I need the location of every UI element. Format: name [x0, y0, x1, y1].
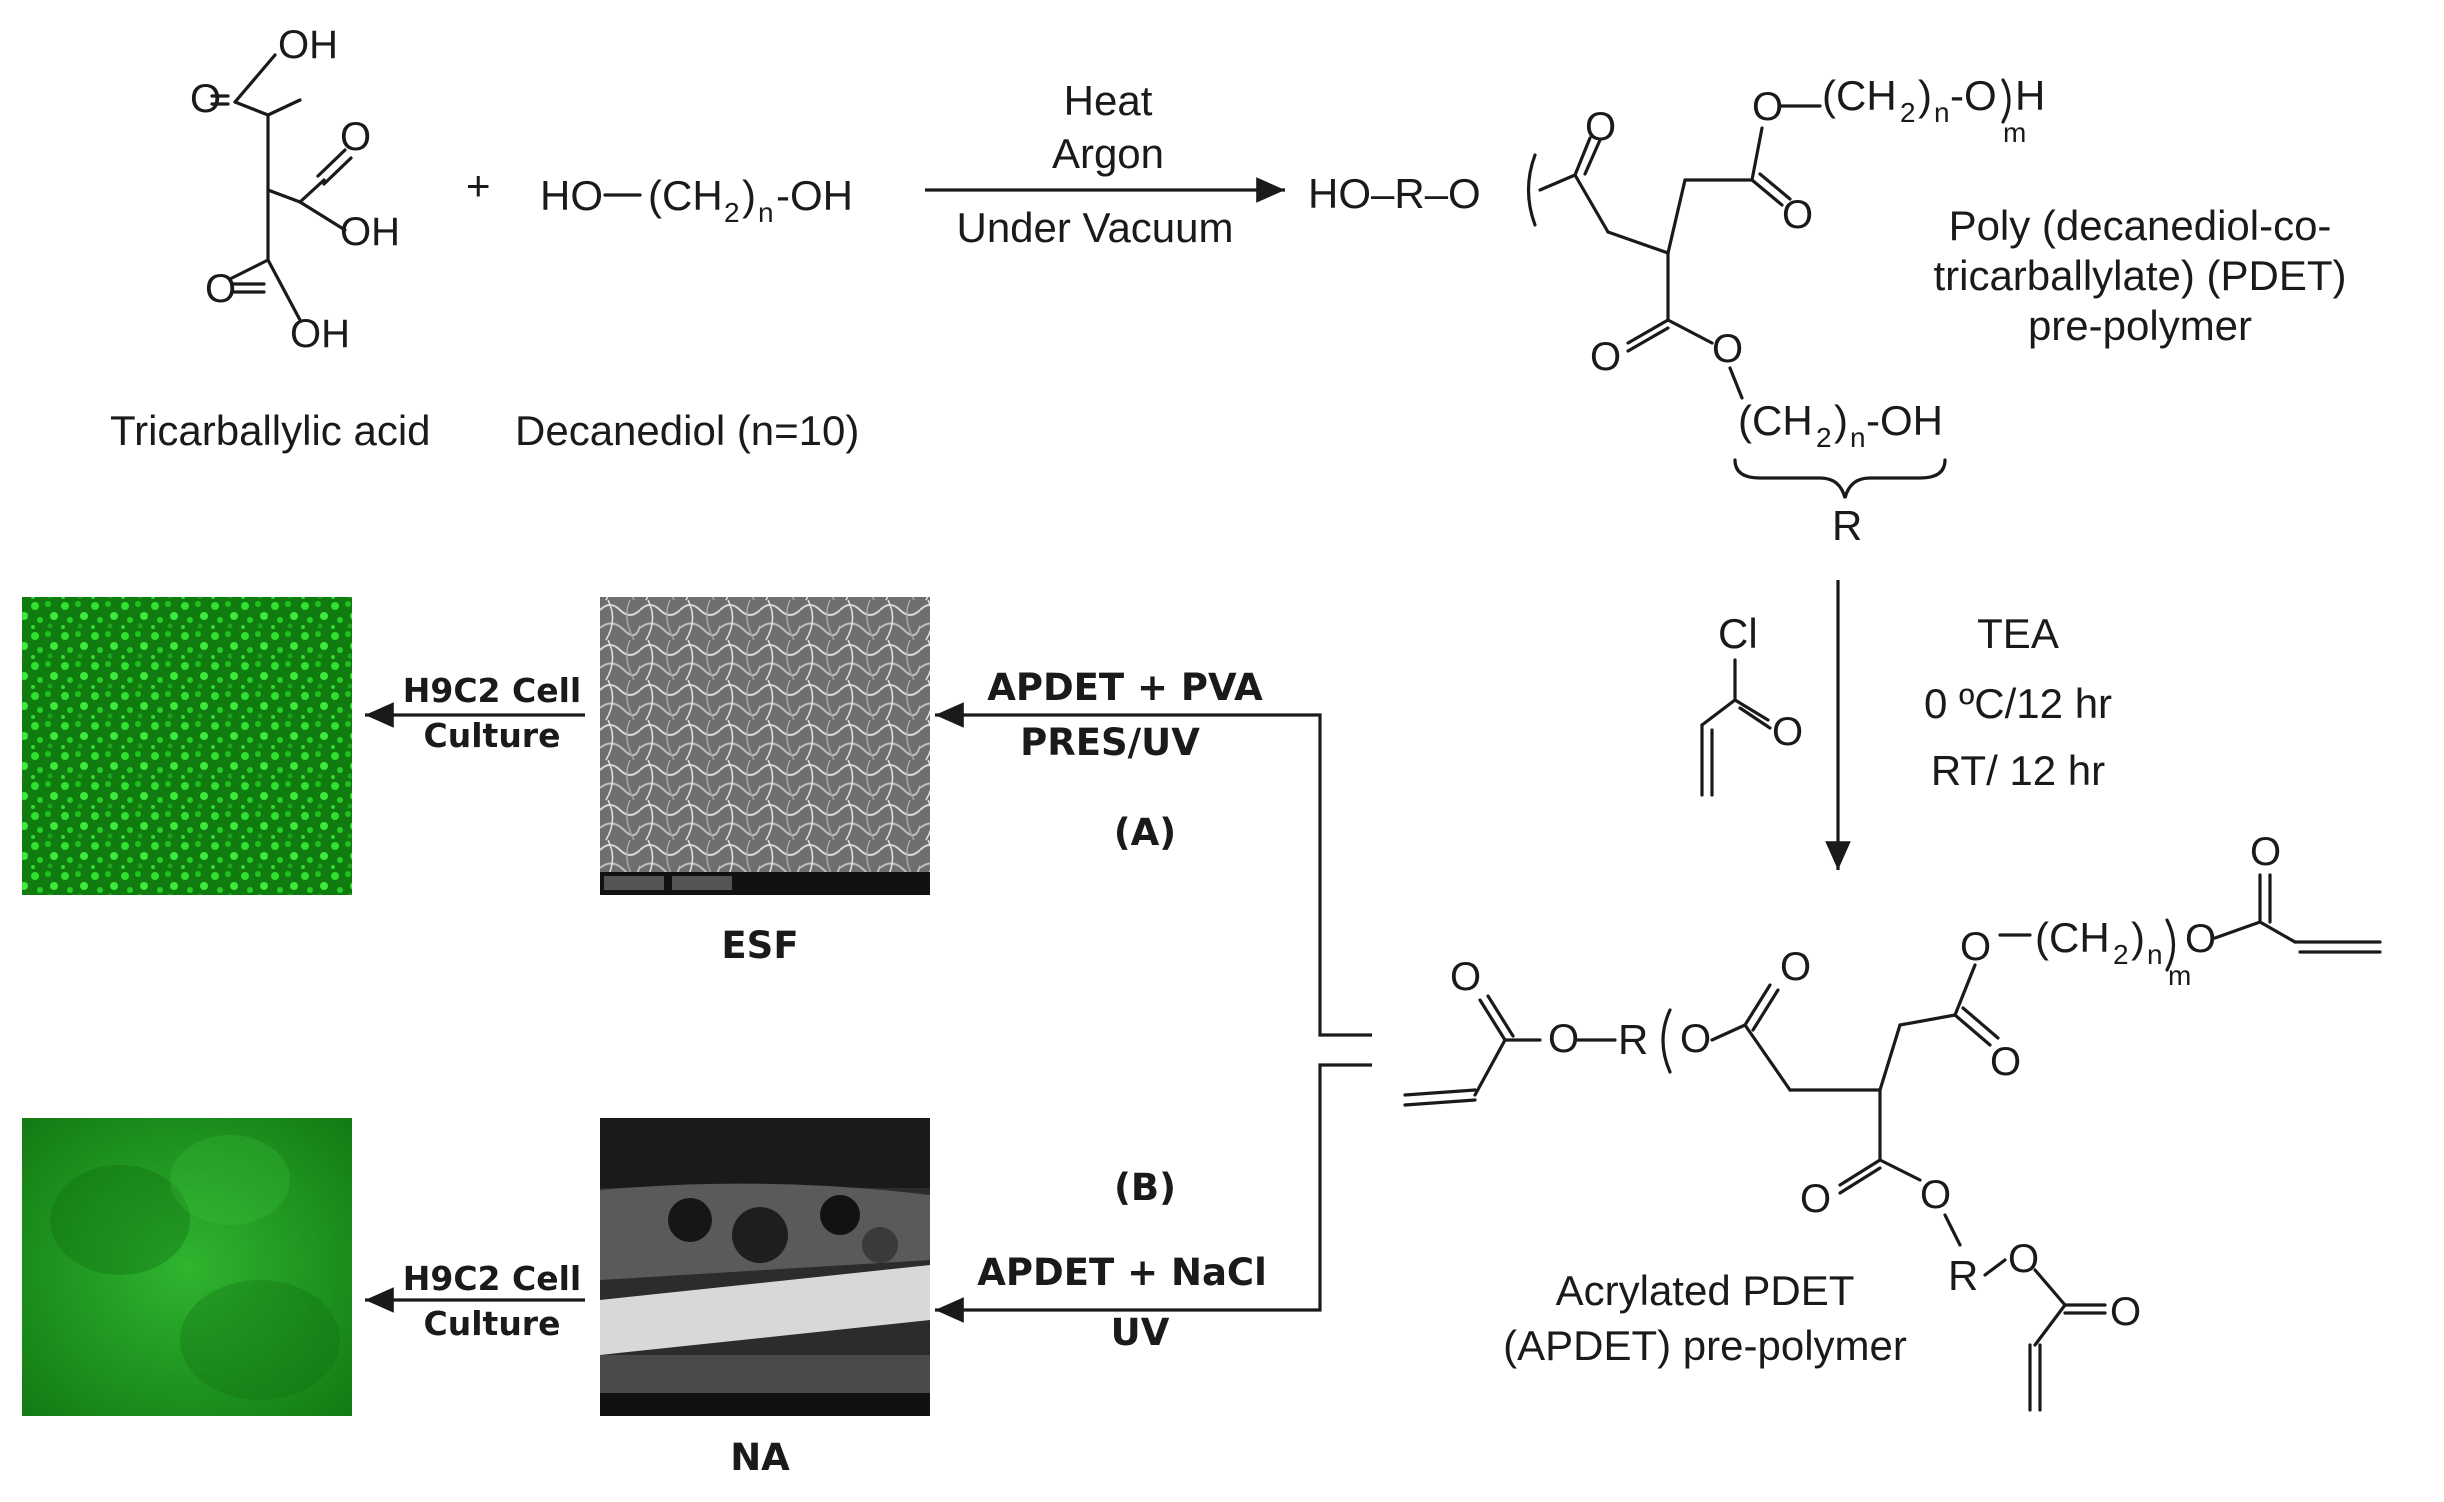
step1-reaction-arrow: Heat Argon Under Vacuum	[925, 77, 1285, 251]
apdet-name-1: Acrylated PDET	[1556, 1267, 1855, 1314]
branch-b-line1: APDET + NaCl	[977, 1251, 1267, 1294]
apdet-o-3: O	[1680, 1017, 1711, 1061]
step1-vacuum: Under Vacuum	[956, 204, 1233, 251]
diol-name: Decanediol (n=10)	[515, 407, 859, 454]
na-label: NA	[730, 1436, 790, 1479]
branch-connectors	[365, 702, 1372, 1323]
apdet-o-9: O	[1800, 1177, 1831, 1221]
step2-reaction-arrow: Cl O TEA 0 ºC/12 hr RT/ 12 hr	[1700, 580, 2112, 870]
apdet-ch2: (CH	[2035, 914, 2110, 961]
step1-argon: Argon	[1052, 130, 1164, 177]
pdet-m: m	[2003, 117, 2026, 148]
pdet-side-ch2: (CH	[1738, 397, 1813, 444]
esf-fluorescence-image	[22, 597, 352, 895]
pdet-side-paren: )	[1834, 397, 1848, 444]
pdet-name-1: Poly (decanediol-co-	[1949, 202, 2332, 249]
diol-ch2: (CH	[648, 172, 723, 219]
pdet-top-o: -O	[1950, 72, 1997, 119]
apdet-sub-2: 2	[2113, 939, 2129, 970]
acid-name: Tricarballylic acid	[110, 407, 431, 454]
tricarballylic-acid-structure: OH O O OH O OH Tricarballylic acid	[110, 23, 431, 454]
apdet-r-1: R	[1618, 1016, 1648, 1063]
pdet-name-2: tricarballylate) (PDET)	[1933, 252, 2346, 299]
pdet-structure: HO–R–O O O O (CH 2 ) n -O H m O O (CH 2 …	[1308, 72, 2347, 549]
pdet-side-oh: -OH	[1866, 397, 1943, 444]
apdet-o-12: O	[2110, 1290, 2141, 1334]
diol-paren: )	[742, 172, 756, 219]
plus-sign: +	[466, 162, 491, 209]
culture-a-line2: Culture	[424, 716, 561, 755]
apdet-o-6: O	[1990, 1040, 2021, 1084]
esf-sem-image	[600, 597, 930, 895]
apdet-o-8: O	[2250, 830, 2281, 874]
pdet-name-3: pre-polymer	[2028, 302, 2252, 349]
apdet-paren: )	[2131, 914, 2145, 961]
apdet-o-7: O	[2185, 917, 2216, 961]
pdet-r-label: R	[1832, 502, 1862, 549]
acryloyl-o: O	[1772, 710, 1803, 754]
pdet-side-sub-n: n	[1850, 422, 1866, 453]
acid-oh-mid: OH	[340, 210, 400, 254]
step2-rt: RT/ 12 hr	[1931, 747, 2105, 794]
pdet-top-sub-n: n	[1934, 97, 1950, 128]
branch-b-labels: (B) APDET + NaCl UV H9C2 Cell Culture NA	[403, 1166, 1267, 1479]
esf-label: ESF	[721, 924, 798, 967]
pdet-o-d: O	[1590, 335, 1621, 379]
step1-heat: Heat	[1064, 77, 1153, 124]
branch-a-line1: APDET + PVA	[987, 666, 1263, 709]
culture-a-line1: H9C2 Cell	[403, 671, 581, 710]
pdet-h: H	[2015, 72, 2045, 119]
acid-oh-top: OH	[278, 23, 338, 67]
pdet-side-sub-2: 2	[1816, 422, 1832, 453]
branch-a-labels: APDET + PVA PRES/UV (A) H9C2 Cell Cultur…	[403, 666, 1263, 967]
apdet-r-2: R	[1948, 1252, 1978, 1299]
branch-b-line2: UV	[1111, 1311, 1170, 1354]
pdet-o-c: O	[1752, 85, 1783, 129]
apdet-o-1: O	[1450, 955, 1481, 999]
pdet-o-a: O	[1585, 105, 1616, 149]
step2-temp: 0 ºC/12 hr	[1924, 680, 2112, 727]
apdet-o-5: O	[1960, 925, 1991, 969]
apdet-sub-n: n	[2147, 939, 2163, 970]
acid-o-bottom: O	[205, 267, 236, 311]
apdet-m: m	[2168, 960, 2191, 991]
diol-oh: -OH	[776, 172, 853, 219]
culture-b-line2: Culture	[424, 1304, 561, 1343]
acid-o-top: O	[190, 77, 221, 121]
culture-b-line1: H9C2 Cell	[403, 1259, 581, 1298]
pdet-top-sub-2: 2	[1900, 97, 1916, 128]
apdet-o-11: O	[2008, 1237, 2039, 1281]
decanediol-structure: HO (CH 2 ) n -OH Decanediol (n=10)	[515, 172, 859, 454]
pdet-ho-r-o: HO–R–O	[1308, 170, 1481, 217]
pdet-top-paren: )	[1918, 72, 1932, 119]
acryloyl-cl: Cl	[1718, 610, 1758, 657]
branch-a-label: (A)	[1114, 811, 1176, 854]
apdet-o-2: O	[1548, 1017, 1579, 1061]
pdet-top-ch2: (CH	[1822, 72, 1897, 119]
apdet-name-2: (APDET) pre-polymer	[1503, 1322, 1907, 1369]
acid-oh-bottom: OH	[290, 312, 350, 356]
branch-a-line2: PRES/UV	[1020, 721, 1200, 764]
step2-tea: TEA	[1977, 610, 2059, 657]
apdet-o-4: O	[1780, 945, 1811, 989]
pdet-o-e: O	[1712, 327, 1743, 371]
branch-b-label: (B)	[1114, 1166, 1176, 1209]
apdet-structure: O O R O O O O (CH 2 ) n m O O	[1403, 830, 2382, 1412]
apdet-o-10: O	[1920, 1173, 1951, 1217]
diol-sub-2: 2	[724, 197, 740, 228]
na-fluorescence-image	[22, 1118, 352, 1416]
acid-o-mid: O	[340, 115, 371, 159]
pdet-o-b: O	[1782, 193, 1813, 237]
diol-sub-n: n	[758, 197, 774, 228]
diol-ho: HO	[540, 172, 603, 219]
na-sem-image	[600, 1118, 930, 1416]
